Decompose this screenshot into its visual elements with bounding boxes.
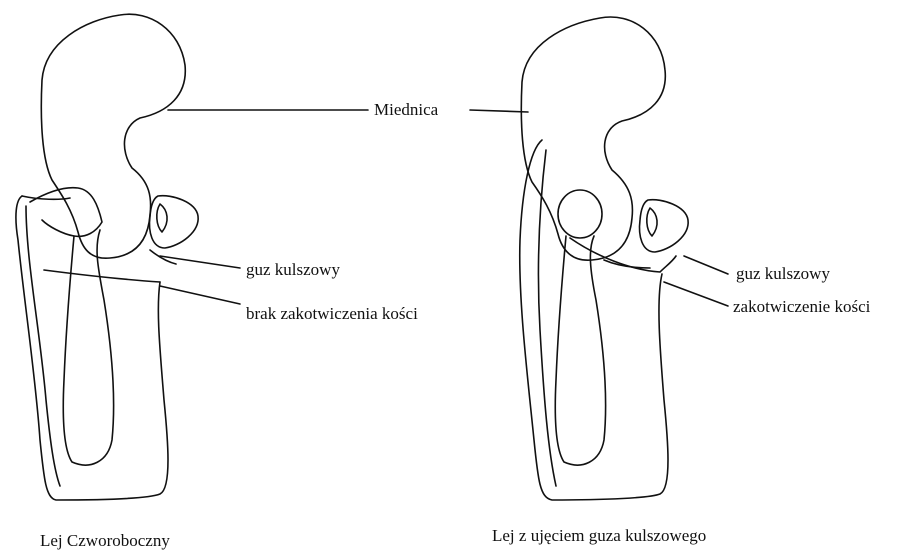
left-femur-shaft <box>63 230 113 465</box>
caption-quadrilateral-socket: Lej Czworoboczny <box>40 532 170 549</box>
left-socket-outer <box>16 196 168 500</box>
leader-no-anchor <box>160 286 240 304</box>
right-ischium-line <box>604 260 650 268</box>
left-foramen-inner <box>157 204 167 232</box>
label-pelvis: Miednica <box>374 101 438 118</box>
right-socket-inner <box>538 150 556 486</box>
leader-ischial-right <box>684 256 728 274</box>
right-femur-head <box>558 190 602 238</box>
caption-ischial-containment-socket: Lej z ujęciem guza kulszowego <box>492 527 706 544</box>
right-socket-brim <box>570 238 676 272</box>
left-pelvis-outline <box>41 14 185 258</box>
right-ischial-containment-socket <box>520 17 688 500</box>
right-foramen-inner <box>647 208 657 236</box>
label-bone-anchoring: zakotwiczenie kości <box>733 298 870 315</box>
label-no-bone-anchoring: brak zakotwiczenia kości <box>246 305 418 322</box>
left-femur-head <box>30 188 102 237</box>
left-socket-brim <box>22 196 160 282</box>
leader-pelvis-right <box>470 110 528 112</box>
label-ischial-tuberosity-right: guz kulszowy <box>736 265 830 282</box>
leader-anchor <box>664 282 728 306</box>
right-pelvis-outline <box>521 17 665 260</box>
right-femur-shaft <box>555 236 605 465</box>
label-ischial-tuberosity-left: guz kulszowy <box>246 261 340 278</box>
